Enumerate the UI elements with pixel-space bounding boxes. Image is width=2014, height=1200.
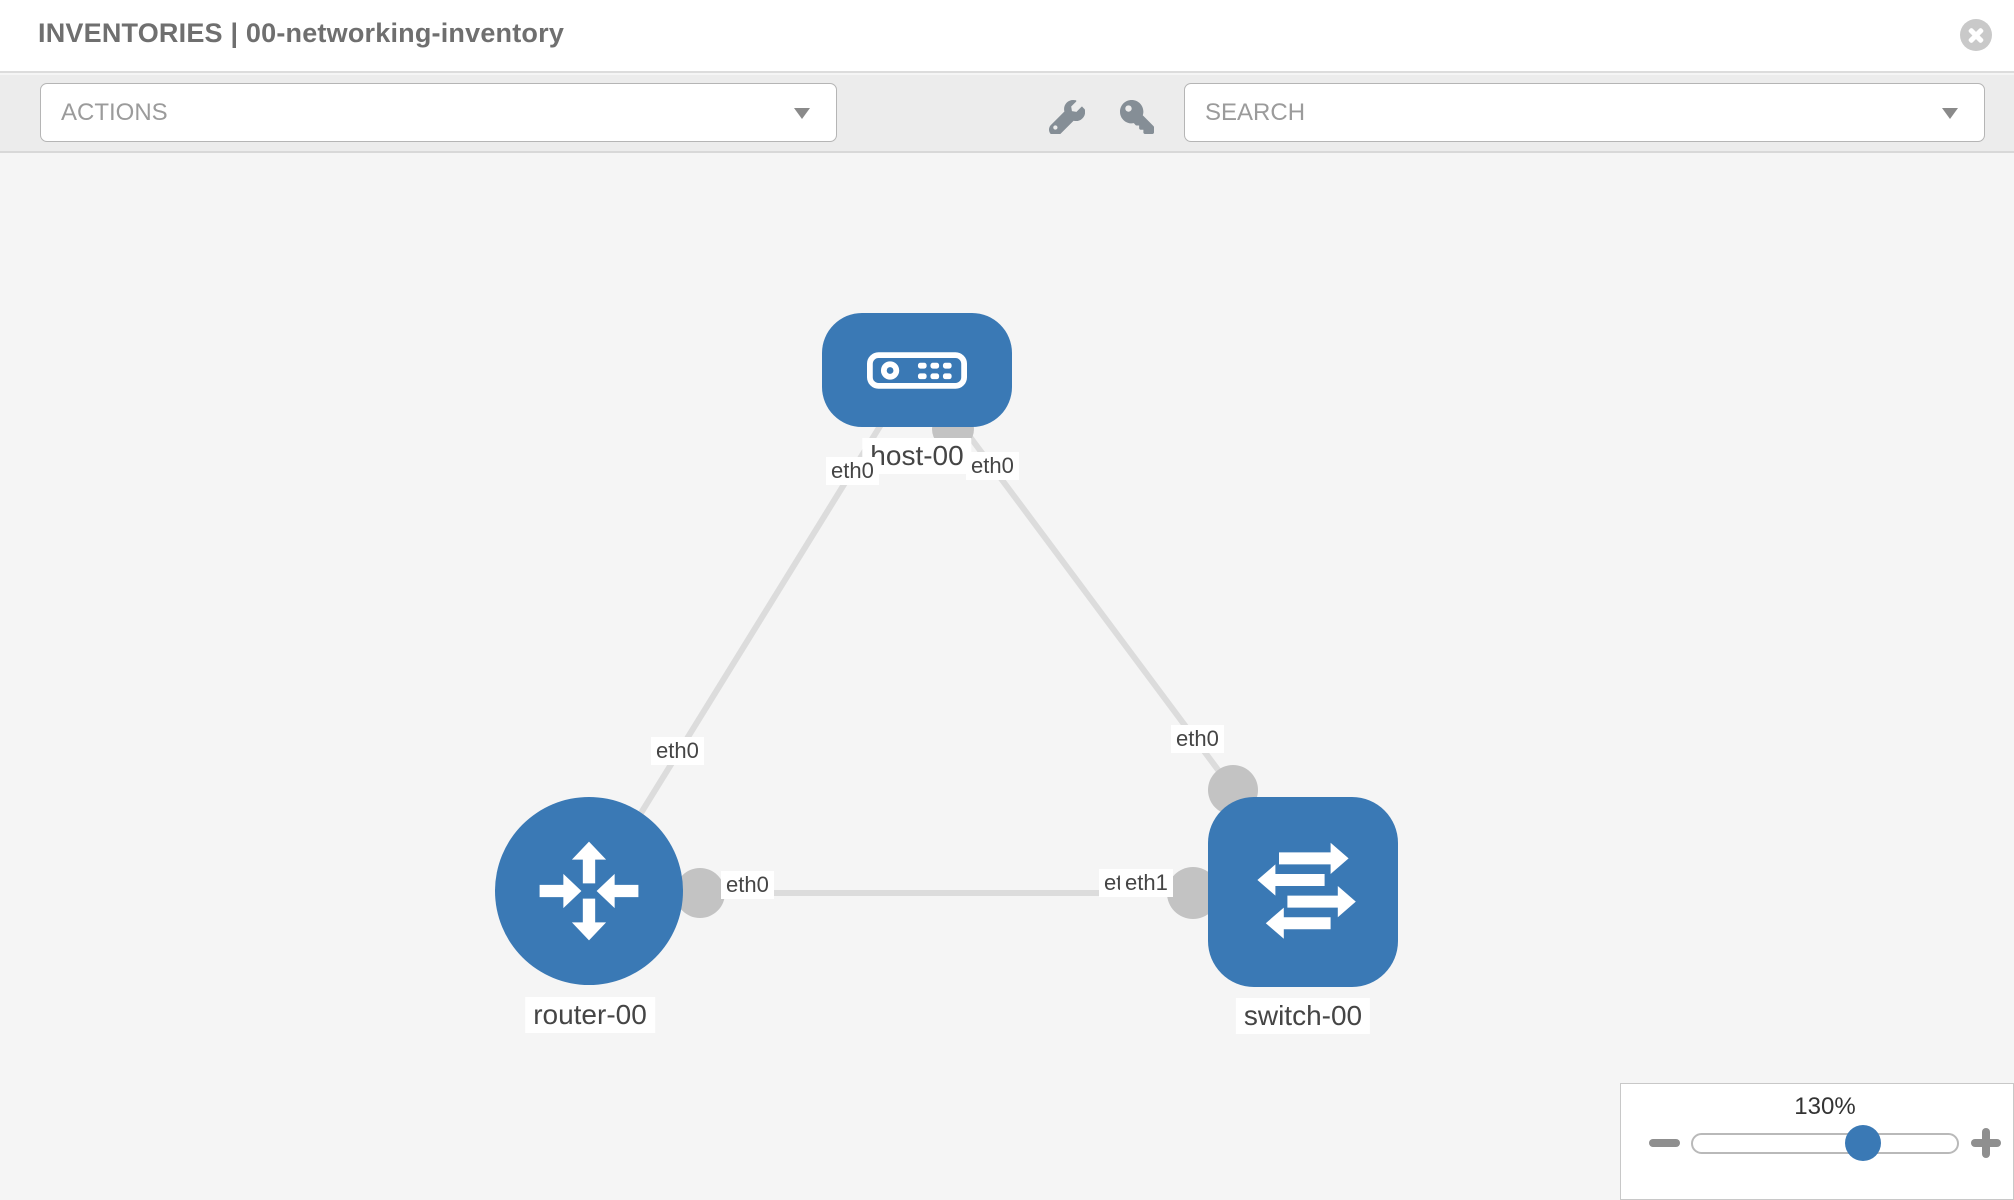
node-host[interactable] — [822, 313, 1012, 427]
zoom-in-button[interactable] — [1969, 1126, 2003, 1160]
port-label-router-uplink: eth0 — [651, 737, 704, 765]
zoom-level-value: 130% — [1794, 1093, 1856, 1120]
zoom-slider-track[interactable] — [1691, 1133, 1959, 1154]
port-label-switch-lan: eth1 — [1120, 869, 1173, 897]
actions-dropdown[interactable]: ACTIONS — [40, 83, 837, 142]
zoom-slider-thumb[interactable] — [1845, 1125, 1881, 1161]
port-label-host-right: eth0 — [966, 452, 1019, 480]
node-label-switch: switch-00 — [1235, 998, 1371, 1034]
chevron-down-icon — [794, 108, 810, 119]
search-dropdown[interactable]: SEARCH — [1184, 83, 1985, 142]
interface-dot[interactable] — [1167, 867, 1219, 919]
wrench-icon[interactable] — [1047, 100, 1086, 137]
actions-dropdown-label: ACTIONS — [61, 98, 168, 126]
page-title: INVENTORIES | 00-networking-inventory — [38, 18, 565, 48]
key-icon[interactable] — [1118, 100, 1156, 134]
switch-icon — [1257, 842, 1356, 939]
port-label-host-left: eth0 — [826, 457, 879, 485]
server-icon — [867, 351, 967, 389]
search-dropdown-label: SEARCH — [1205, 98, 1306, 126]
node-label-host: host-00 — [862, 438, 972, 474]
node-router[interactable] — [495, 797, 683, 985]
node-switch[interactable] — [1208, 797, 1398, 987]
zoom-panel: 130% — [1620, 1083, 2014, 1200]
topology-canvas[interactable] — [0, 155, 2014, 1200]
modal-header: INVENTORIES | 00-networking-inventory — [0, 0, 2014, 73]
zoom-out-button[interactable] — [1649, 1139, 1680, 1147]
interface-dot[interactable] — [675, 868, 725, 918]
link-host-router[interactable] — [609, 408, 893, 862]
chevron-down-icon — [1942, 108, 1958, 119]
plus-icon — [1982, 1128, 1990, 1158]
router-icon — [539, 841, 639, 941]
port-label-switch-uplink: eth0 — [1171, 725, 1224, 753]
close-button[interactable] — [1960, 19, 1992, 51]
port-label-router-lan: eth0 — [721, 871, 774, 899]
node-label-router: router-00 — [525, 997, 655, 1033]
topology-links-layer — [609, 408, 1258, 919]
toolbar: ACTIONS SEARCH — [0, 75, 2014, 153]
